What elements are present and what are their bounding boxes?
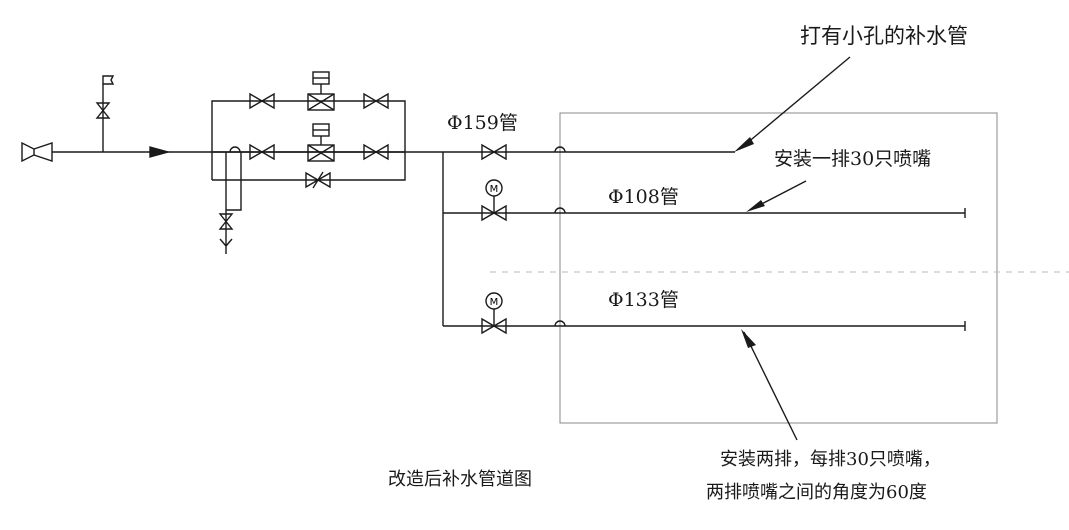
label-perforated-pipe: 打有小孔的补水管: [800, 24, 968, 48]
condenser-box: [559, 112, 998, 424]
box-crossing-hop-icon: [554, 320, 566, 327]
box-crossing-hop-icon: [554, 207, 566, 214]
leader-line-top: [739, 56, 851, 150]
label-pipe-108: Φ108管: [608, 186, 679, 208]
flow-arrow-icon: [149, 146, 171, 158]
motor-valve-icon: [481, 204, 507, 222]
diagram-title: 改造后补水管道图: [388, 469, 532, 490]
label-one-row-nozzles: 安装一排30只喷嘴: [774, 148, 932, 170]
motor-letter: M: [490, 184, 499, 195]
inlet-reducer-icon: [21, 141, 53, 163]
control-valve-x2: [307, 93, 335, 111]
motor-icon: [485, 179, 503, 197]
valve-group-frame: [211, 100, 406, 181]
vent-flag-icon: [102, 75, 115, 85]
motor-valve-icon: [481, 317, 507, 335]
gate-valve-icon: [363, 143, 389, 161]
arrowhead-icon: [741, 329, 756, 348]
gate-valve-icon: [481, 143, 507, 161]
label-pipe-159: Φ159管: [447, 112, 518, 134]
gate-valve-icon: [249, 92, 275, 110]
gate-valve-icon: [363, 92, 389, 110]
motor-letter: M: [490, 297, 499, 308]
vent-valve-icon: [95, 102, 111, 119]
drain-funnel-icon: [219, 238, 233, 254]
box-crossing-hop-icon: [554, 146, 566, 153]
drain-valve-icon: [218, 213, 234, 230]
arrowhead-icon: [746, 200, 765, 212]
gate-valve-icon: [305, 171, 331, 189]
label-pipe-133: Φ133管: [608, 289, 679, 311]
label-two-rows-line2: 两排喷嘴之间的角度为60度: [706, 482, 927, 503]
gate-valve-icon: [249, 143, 275, 161]
drain-pipe-2: [226, 152, 242, 211]
label-two-rows-line1: 安装两排，每排30只喷嘴，: [720, 449, 941, 470]
crossing-hop-icon: [229, 146, 241, 153]
arrowhead-icon: [734, 137, 754, 152]
motor-icon: [485, 292, 503, 310]
leader-line-133: [743, 331, 798, 441]
